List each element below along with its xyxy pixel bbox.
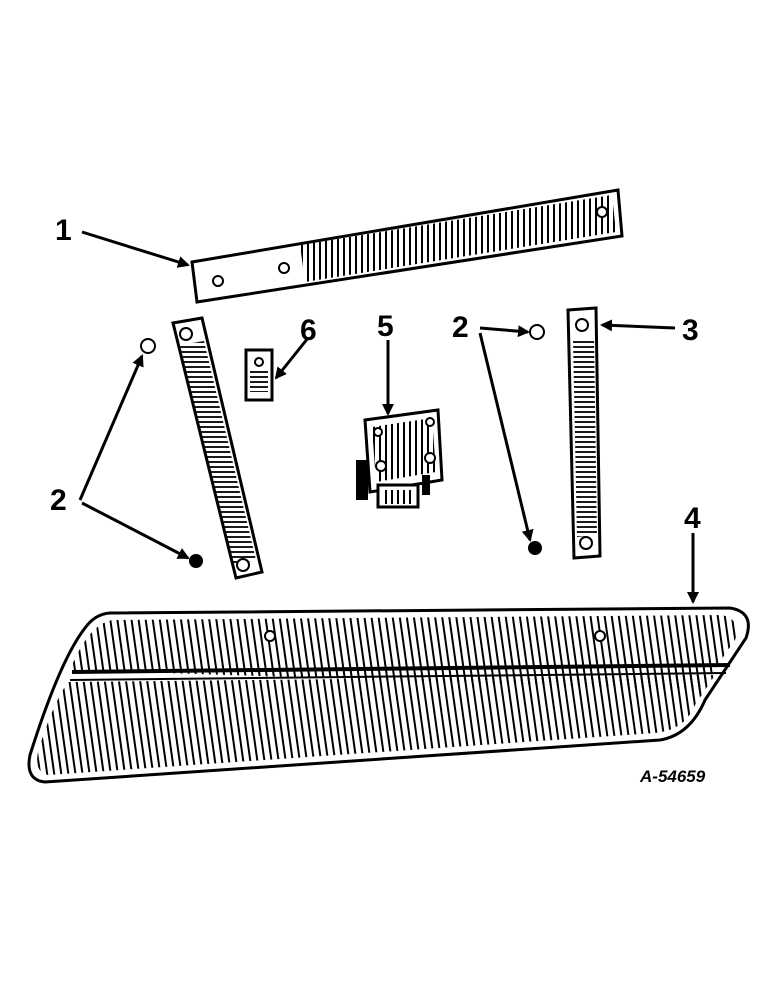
callout-2-left: 2 [50,484,67,517]
bolt-upper-right [529,324,545,340]
bolt-lower-left [189,554,203,568]
part-5-bracket-clamp [356,408,444,509]
callout-1: 1 [55,214,72,247]
part-6-small-clip [244,348,274,402]
drawing-id-label: A-54659 [639,767,706,786]
leader-lines [78,230,699,604]
part-4-guard-plate [27,606,750,784]
callout-3: 3 [682,314,699,347]
callout-5: 5 [377,310,394,343]
callout-6: 6 [300,314,317,347]
bolt-lower-right [528,541,542,555]
part-3-right-vertical-strip [566,306,602,560]
bolt-upper-left [140,338,156,354]
callout-2-right: 2 [452,311,469,344]
callout-4: 4 [684,502,701,535]
part-left-vertical-strip [171,316,264,580]
part-1-upper-strip [190,188,624,304]
